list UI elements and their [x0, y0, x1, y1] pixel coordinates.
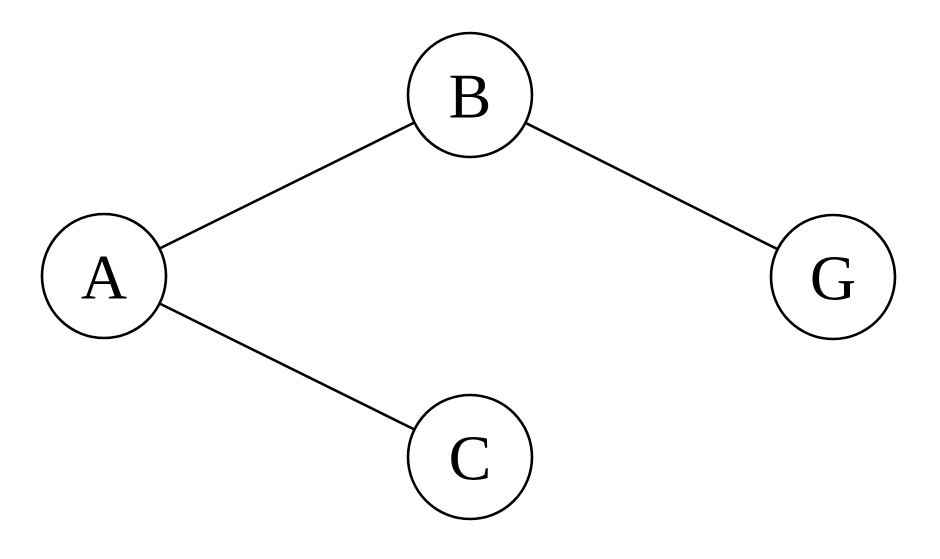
node-G: G	[769, 213, 897, 341]
node-circle-A	[40, 212, 168, 340]
node-C: C	[406, 393, 534, 521]
node-circle-C	[406, 393, 534, 521]
node-circle-G	[769, 213, 897, 341]
node-label-B: B	[449, 60, 492, 131]
edge-B-G	[524, 121, 779, 251]
node-circle-B	[406, 31, 534, 159]
node-A: A	[40, 212, 168, 340]
node-label-A: A	[81, 241, 127, 312]
node-layer: B A G C	[40, 31, 897, 521]
edge-A-B	[159, 121, 415, 250]
node-B: B	[406, 31, 534, 159]
node-label-G: G	[810, 242, 856, 313]
edge-A-C	[159, 302, 415, 431]
node-label-C: C	[449, 422, 492, 493]
edge-layer	[159, 121, 779, 431]
